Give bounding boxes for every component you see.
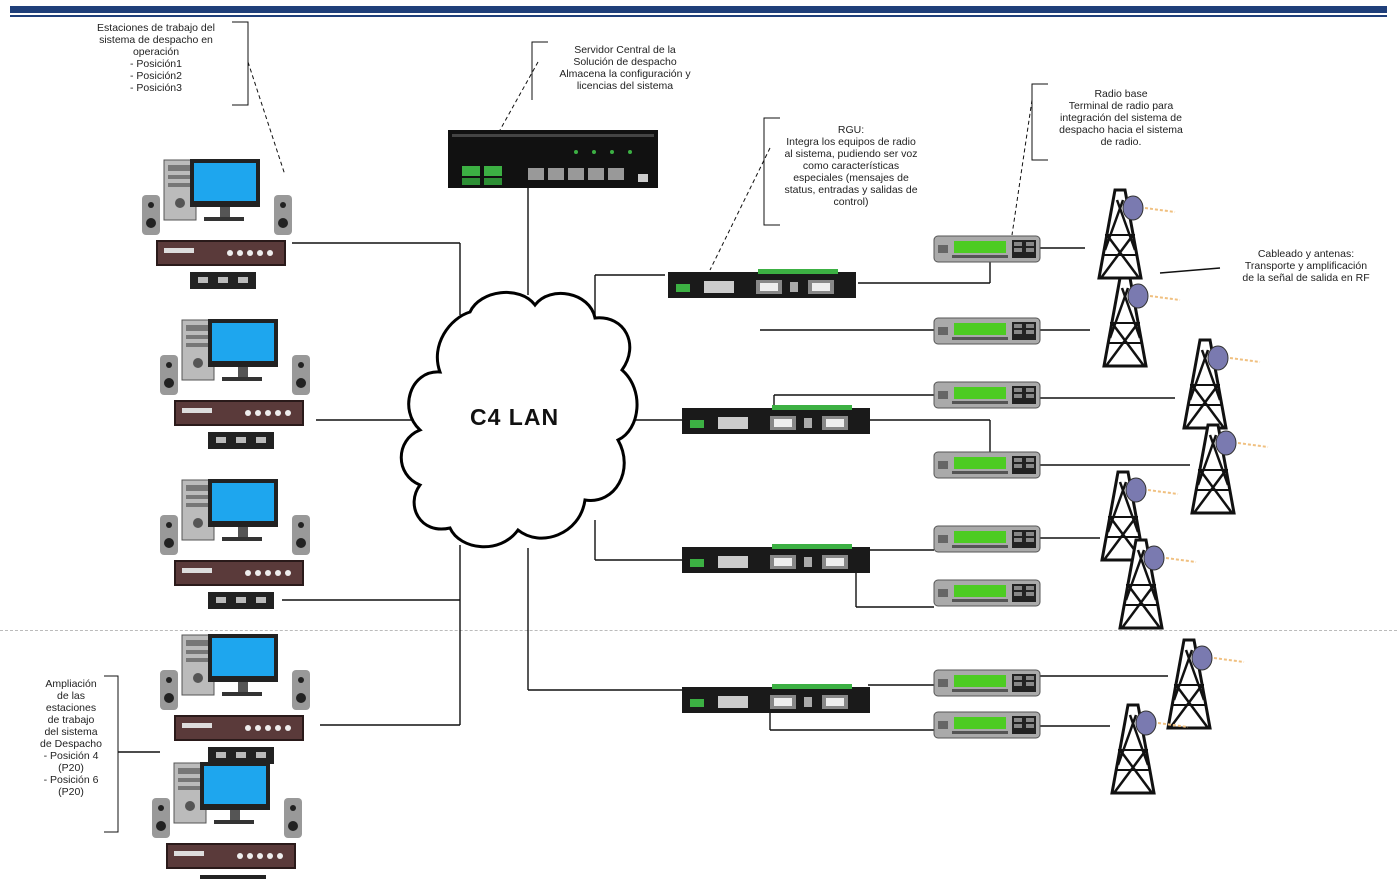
radio-base-7: [933, 669, 1041, 697]
radio-base-8: [933, 711, 1041, 739]
radio-base-3: [933, 381, 1041, 409]
radio-base-4: [933, 451, 1041, 479]
antenna-tower-7: [1166, 638, 1246, 730]
header-bar: [10, 6, 1387, 13]
workstation-1: [141, 158, 293, 290]
note-workstations: Estaciones de trabajo del sistema de des…: [97, 22, 215, 94]
note-rgu: RGU: Integra los equipos de radio al sis…: [784, 124, 918, 208]
antenna-tower-3: [1182, 338, 1262, 430]
radio-base-6: [933, 579, 1041, 607]
antenna-tower-1: [1097, 188, 1177, 280]
rgu-unit-2: [682, 405, 870, 434]
callout-pointers: [247, 61, 1033, 271]
divider-dashed: [0, 630, 1397, 631]
lan-cloud: [399, 290, 639, 549]
workstation-2: [159, 318, 311, 450]
radio-base-2: [933, 317, 1041, 345]
antenna-tower-2: [1102, 276, 1182, 368]
central-server: [448, 130, 658, 188]
callout-brackets: [104, 21, 1048, 833]
radio-base-5: [933, 525, 1041, 553]
note-central-server: Servidor Central de la Solución de despa…: [559, 44, 691, 92]
rgu-unit-4: [682, 684, 870, 713]
rgu-unit-3: [682, 544, 870, 573]
note-cabling-antennas: Cableado y antenas: Transporte y amplifi…: [1242, 248, 1370, 284]
note-expansion: Ampliación de las estaciones de trabajo …: [40, 678, 102, 798]
workstation-3: [159, 478, 311, 610]
rgu-unit-1: [668, 269, 856, 298]
lan-cloud-label: C4 LAN: [470, 404, 560, 430]
workstation-4: [159, 633, 311, 765]
radio-base-1: [933, 235, 1041, 263]
note-radio-base: Radio base Terminal de radio para integr…: [1059, 88, 1183, 148]
workstation-5: [151, 761, 303, 879]
antenna-tower-4: [1190, 423, 1270, 515]
header-rule: [10, 15, 1387, 17]
